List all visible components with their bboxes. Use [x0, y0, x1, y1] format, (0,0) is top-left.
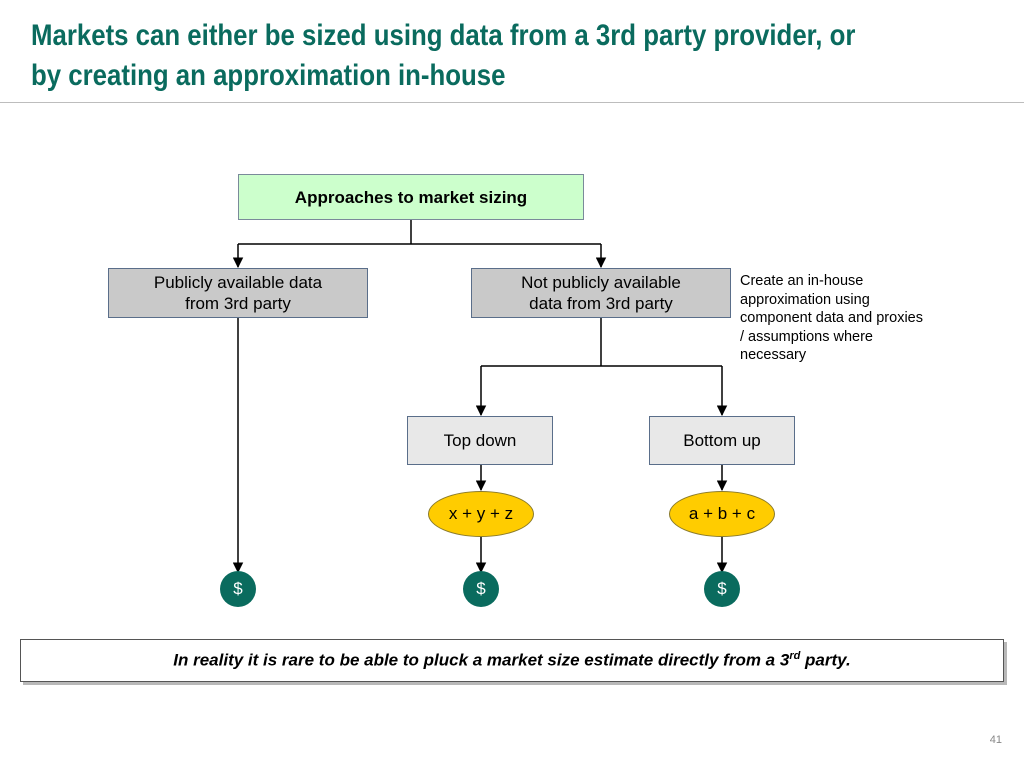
page-number: 41 — [989, 734, 1002, 746]
reality-callout: In reality it is rare to be able to pluc… — [20, 639, 1004, 682]
callout-superscript: rd — [789, 650, 801, 663]
in-house-note: Create an in-house approximation using c… — [740, 273, 923, 363]
top-down-label: Top down — [443, 431, 517, 450]
formula-xyz-label: x + y + z — [448, 504, 514, 523]
not-public-data-line1: Not publicly available — [521, 273, 681, 292]
dollar-top-down: $ — [463, 571, 499, 607]
not-public-data-box: Not publicly available data from 3rd par… — [471, 268, 731, 318]
formula-abc-label: a + b + c — [688, 504, 756, 523]
formula-xyz: x + y + z — [428, 491, 534, 537]
top-down-box: Top down — [407, 416, 553, 465]
formula-abc: a + b + c — [669, 491, 775, 537]
dollar-public-label: $ — [233, 579, 243, 598]
slide-title: Markets can either be sized using data f… — [31, 19, 856, 92]
bottom-up-label: Bottom up — [683, 431, 761, 450]
dollar-public: $ — [220, 571, 256, 607]
public-data-line2: from 3rd party — [185, 294, 291, 313]
root-label: Approaches to market sizing — [294, 187, 528, 207]
dollar-bottom-up: $ — [704, 571, 740, 607]
title-divider — [0, 102, 1024, 103]
public-data-box: Publicly available data from 3rd party — [108, 268, 368, 318]
dollar-top-down-label: $ — [476, 579, 486, 598]
root-box: Approaches to market sizing — [238, 174, 584, 220]
callout-text-before: In reality it is rare to be able to pluc… — [173, 650, 790, 670]
not-public-data-line2: data from 3rd party — [529, 294, 673, 313]
callout-text-after: party. — [800, 650, 851, 670]
bottom-up-box: Bottom up — [649, 416, 795, 465]
public-data-line1: Publicly available data — [153, 273, 323, 292]
dollar-bottom-up-label: $ — [717, 579, 727, 598]
